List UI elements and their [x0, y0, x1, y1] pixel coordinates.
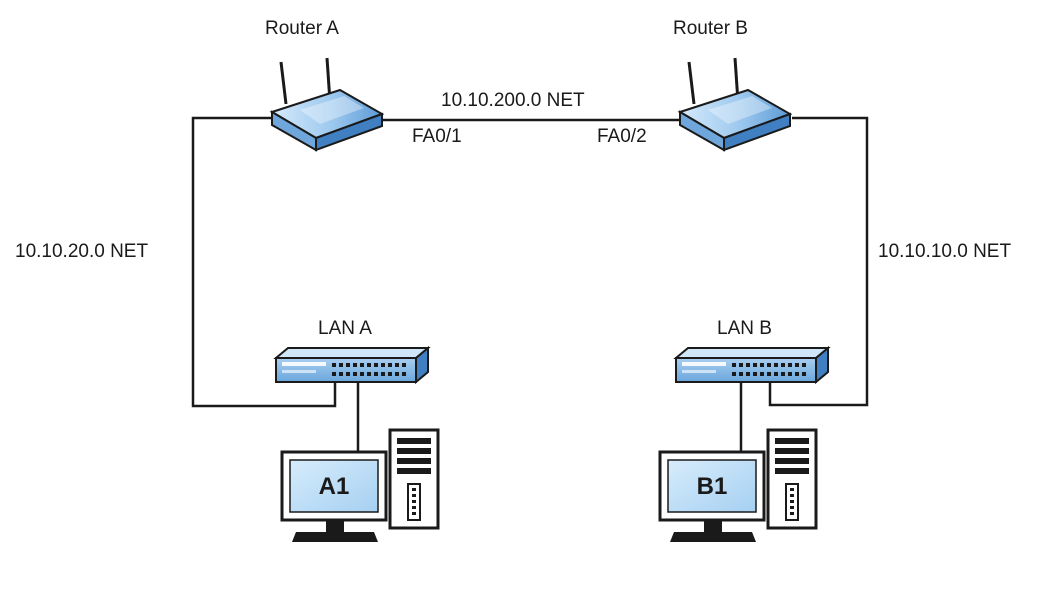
lan-a-label: LAN A [318, 318, 372, 339]
lan-a-switch-icon [275, 347, 429, 383]
router-b-label: Router B [673, 18, 748, 39]
a1-label: A1 [319, 473, 350, 500]
links [191, 116, 869, 452]
lan-b-label: LAN B [717, 318, 772, 339]
left-net-line [191, 116, 337, 408]
router-b-icon [678, 56, 792, 152]
router-a-label: Router A [265, 18, 339, 39]
router-a-icon [270, 56, 384, 152]
a1-tower-icon [388, 428, 440, 530]
router-b-port-label: FA0/2 [597, 126, 647, 147]
host-b1: B1 [658, 428, 818, 544]
right-net-line [768, 116, 869, 407]
router-a-port-label: FA0/1 [412, 126, 462, 147]
router-link-net-label: 10.10.200.0 NET [441, 90, 585, 111]
lan-b-switch-icon [675, 347, 829, 383]
b1-label: B1 [697, 473, 728, 500]
b1-tower-icon [766, 428, 818, 530]
left-net-label: 10.10.20.0 NET [15, 241, 149, 262]
right-net-label: 10.10.10.0 NET [878, 241, 1012, 262]
host-a1: A1 [280, 428, 440, 544]
